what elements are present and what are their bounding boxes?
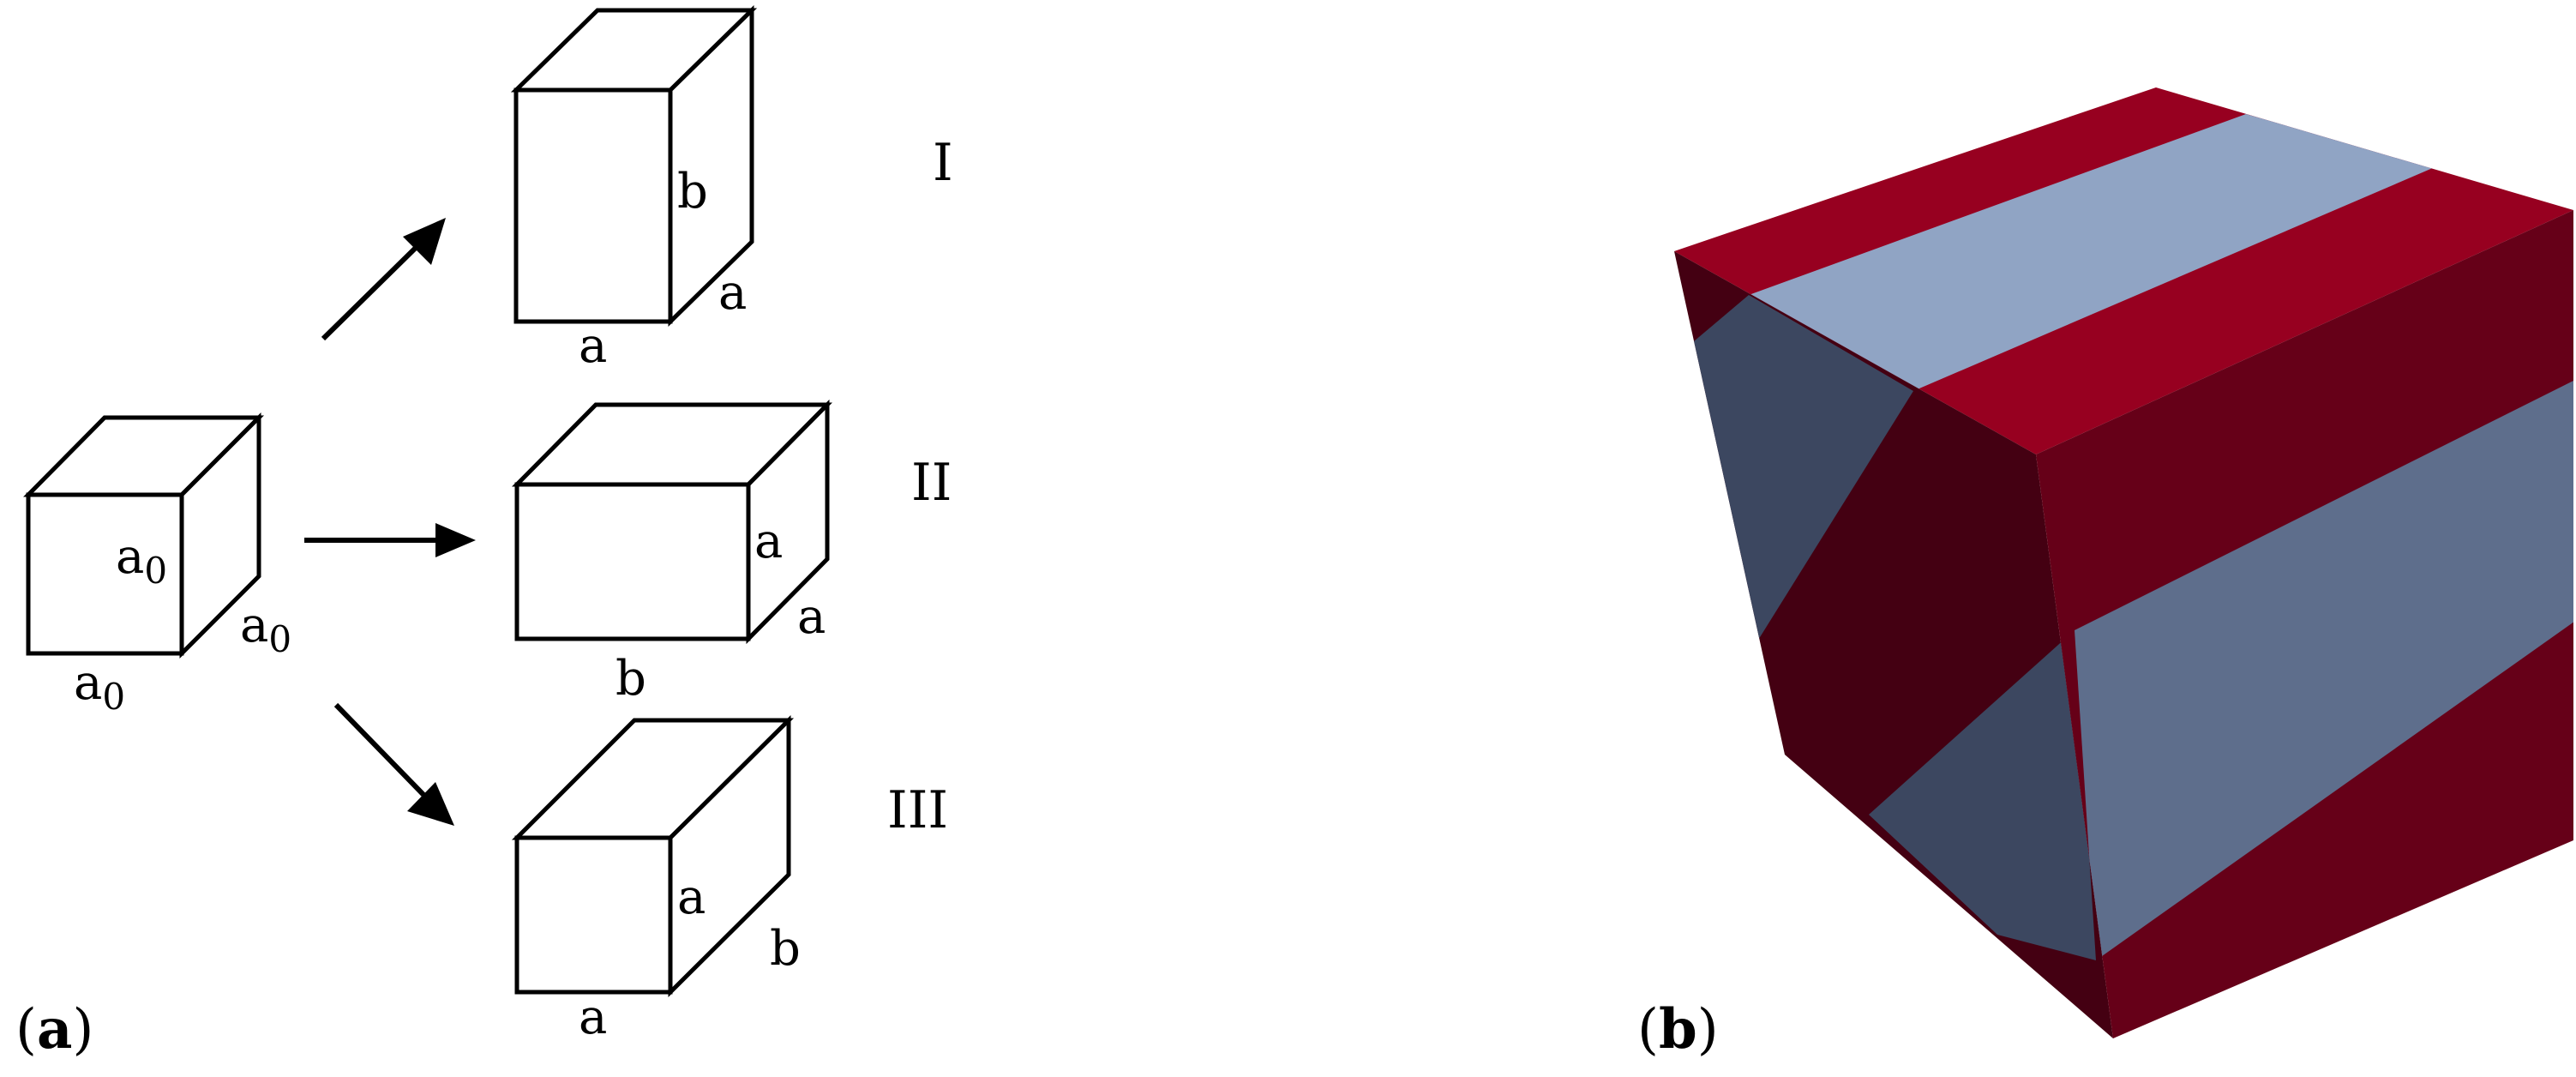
panel-b-label: (b)	[1637, 997, 1719, 1062]
outcome-i-depth-label: a	[718, 265, 747, 321]
initial-cube-front-face	[26, 492, 184, 656]
outcome-iii-box: a b a III	[511, 714, 948, 1045]
initial-cube-depth-label: a0	[240, 598, 291, 660]
outcome-iii-numeral: III	[887, 780, 948, 840]
arrow-to-i	[321, 218, 446, 341]
arrow-to-ii-head	[435, 523, 476, 557]
initial-cube-width-label: a0	[74, 655, 125, 718]
outcome-i-height-label: b	[677, 164, 708, 220]
panel-a: a0 a0 a0 b a a I	[15, 5, 953, 1062]
arrow-to-iii	[333, 702, 454, 826]
outcome-iii-width-label: a	[579, 990, 607, 1045]
arrow-to-iii-shaft	[333, 702, 433, 804]
arrow-to-i-head	[403, 218, 446, 265]
outcome-ii-depth-label: a	[797, 589, 826, 645]
initial-cube-height-label: a0	[116, 529, 167, 592]
striped-cube	[1674, 87, 2573, 1038]
panel-a-label: (a)	[15, 997, 93, 1062]
outcome-ii-front-face	[514, 482, 751, 641]
outcome-iii-front-face	[514, 835, 673, 995]
outcome-i-front-face	[513, 87, 673, 324]
arrow-to-iii-head	[407, 782, 454, 826]
outcome-ii-width-label: b	[615, 651, 646, 707]
arrow-to-i-shaft	[321, 239, 424, 341]
outcome-iii-height-label: a	[677, 869, 706, 925]
right-face-blue-stripe	[2075, 377, 2573, 960]
initial-cube: a0 a0 a0	[23, 412, 291, 718]
arrow-to-ii	[304, 523, 476, 557]
outcome-ii-box: a a b II	[512, 399, 952, 707]
outcome-ii-numeral: II	[911, 453, 952, 513]
outcome-i-numeral: I	[933, 133, 953, 193]
panel-b: (b)	[1637, 87, 2573, 1062]
outcome-i-width-label: a	[579, 318, 607, 374]
outcome-ii-height-label: a	[754, 514, 783, 569]
outcome-iii-depth-label: b	[770, 921, 801, 977]
left-face-blue-stripe-lower	[1869, 630, 2096, 960]
outcome-i-box: b a a I	[510, 5, 953, 374]
top-face-blue-stripe	[1749, 114, 2435, 391]
